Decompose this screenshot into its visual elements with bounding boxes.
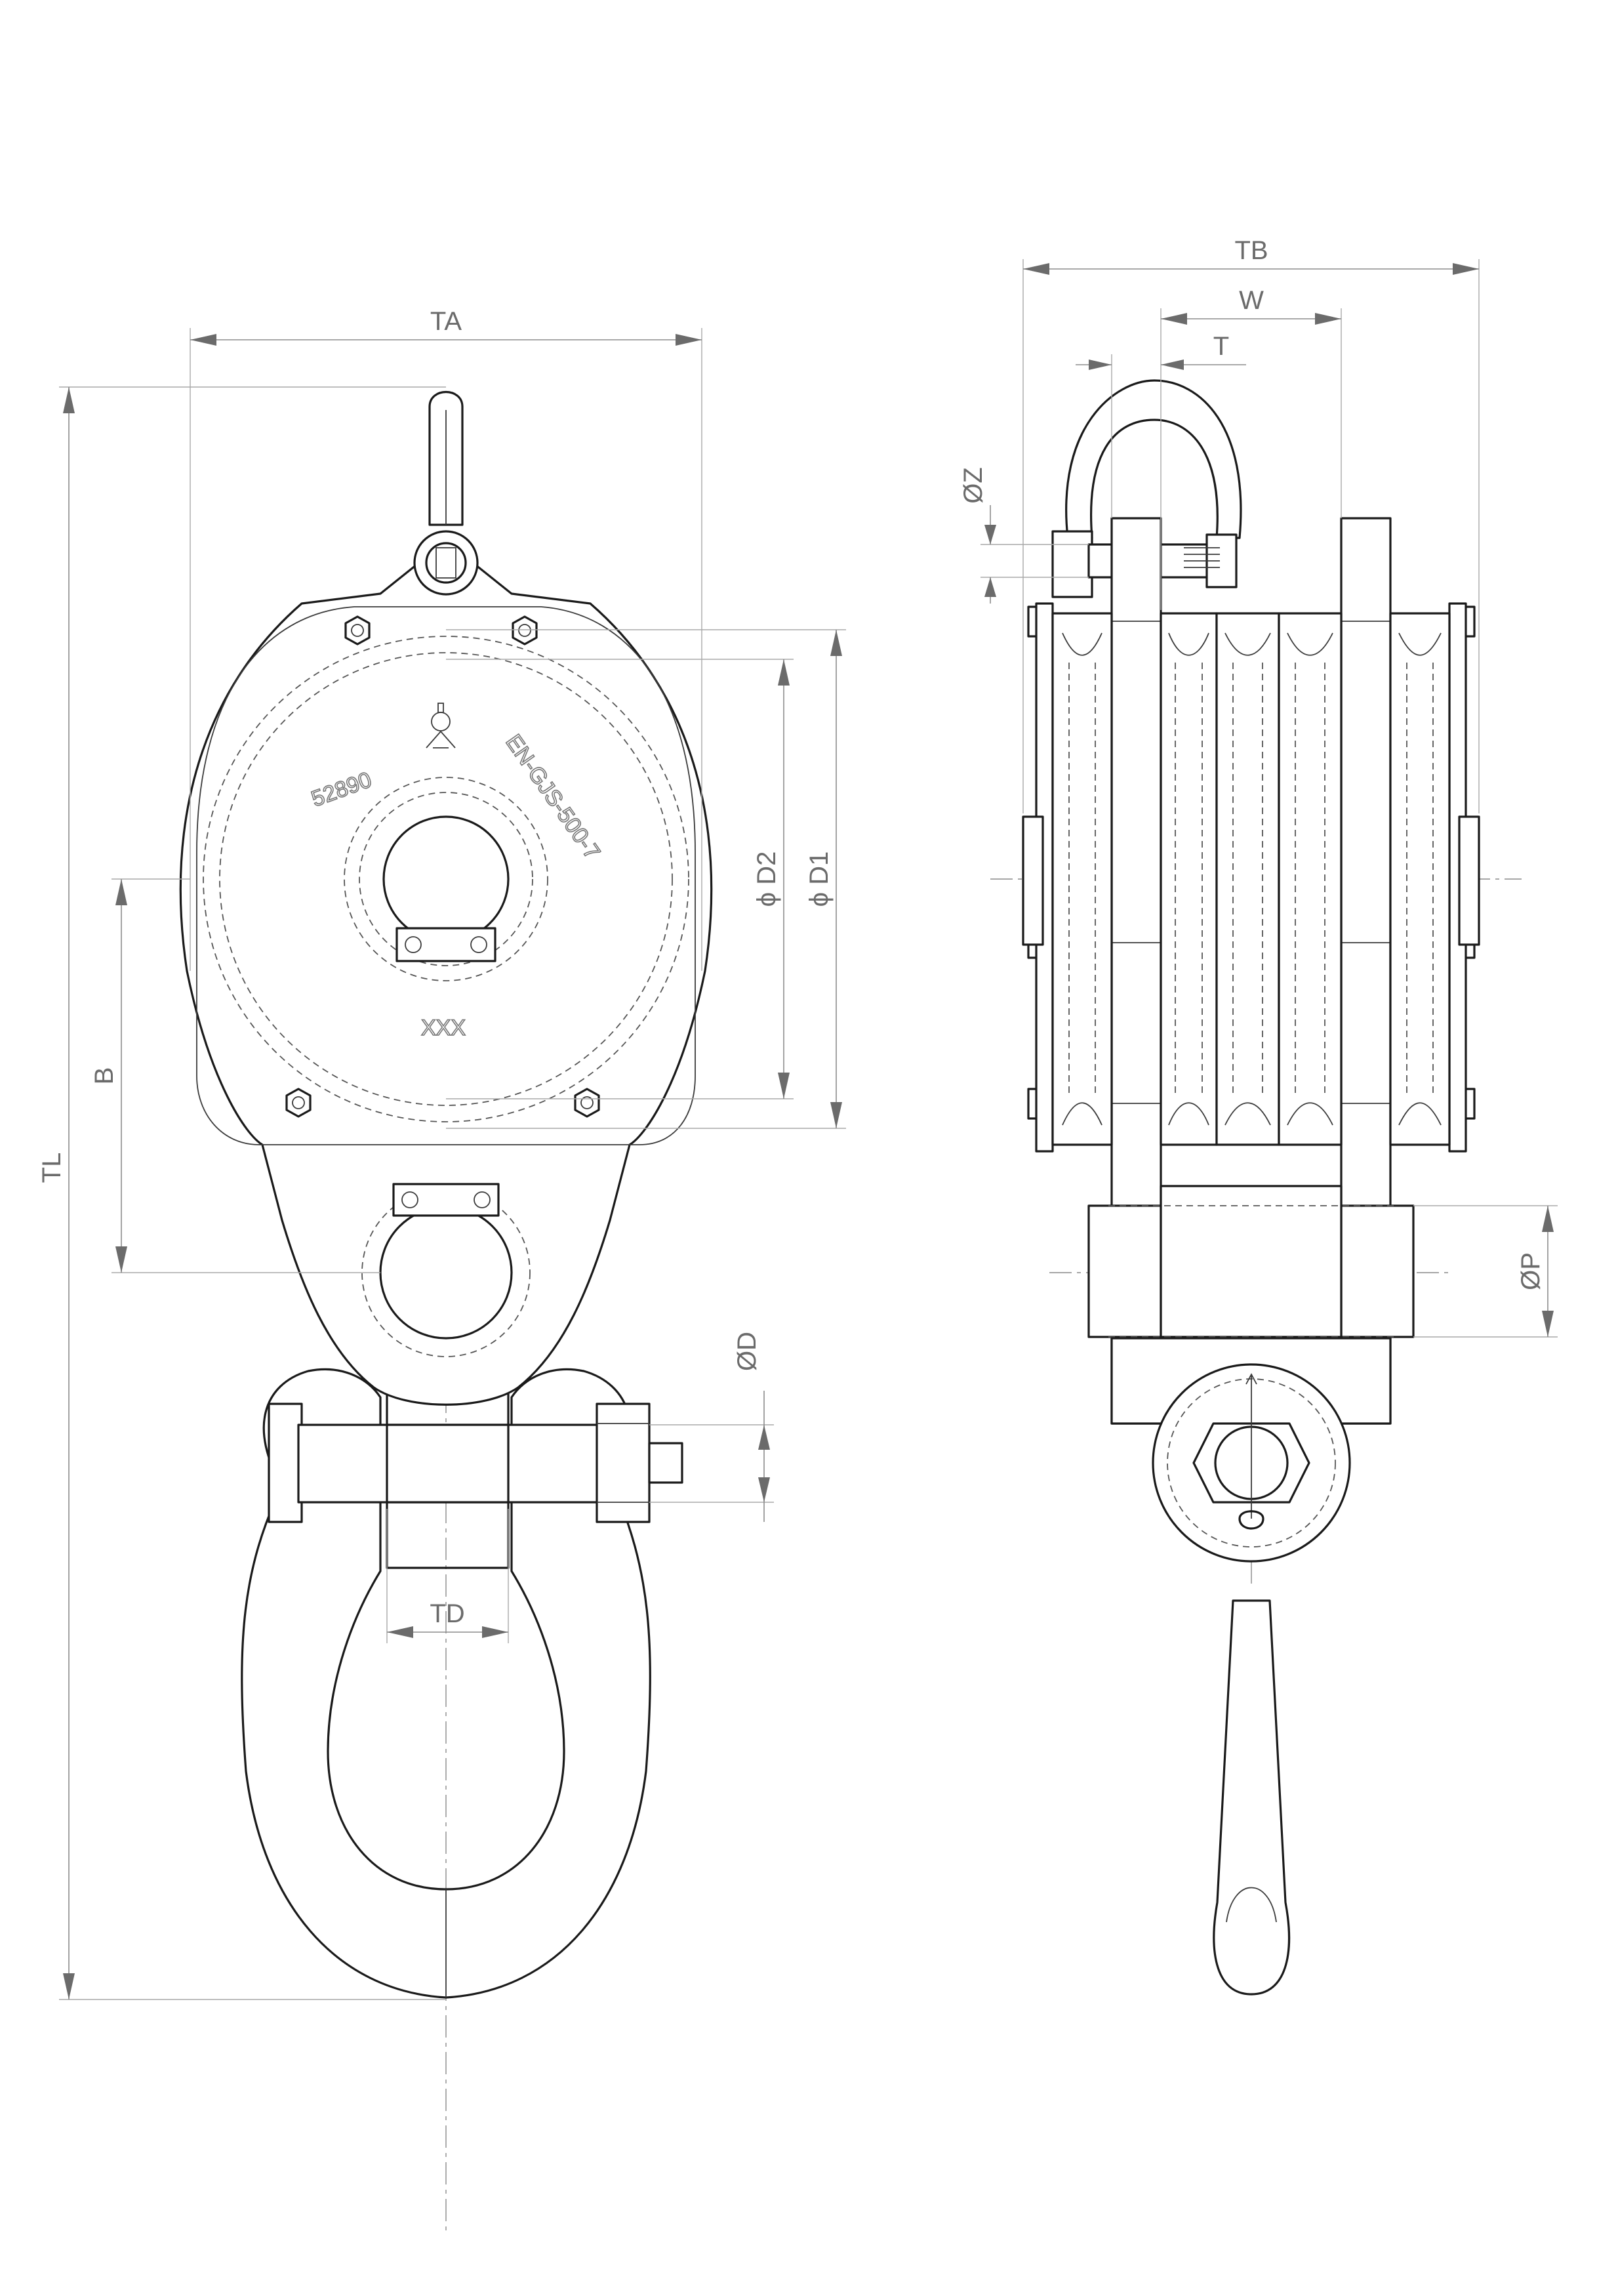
bolt-nuts xyxy=(285,615,600,1118)
dimensions: TA TL B ϕ D2 ϕ D1 xyxy=(37,236,1558,2000)
hook xyxy=(241,1368,651,1999)
dim-b: B xyxy=(90,1067,119,1085)
dim-d: ØD xyxy=(733,1332,761,1371)
side-view xyxy=(990,379,1522,1996)
sheaves xyxy=(1051,612,1451,1146)
dim-d1: ϕ D1 xyxy=(805,851,834,907)
dim-td: TD xyxy=(430,1599,464,1628)
dim-t: T xyxy=(1213,332,1229,361)
dim-tl: TL xyxy=(37,1153,66,1183)
marking-code: XXX xyxy=(421,1015,466,1040)
side-plate xyxy=(179,540,713,1406)
dim-z: ØZ xyxy=(959,467,988,504)
dim-d2: ϕ D2 xyxy=(752,851,781,907)
dim-ta: TA xyxy=(430,307,462,336)
dim-w: W xyxy=(1239,286,1264,315)
logo-icon xyxy=(426,703,456,748)
dim-tb: TB xyxy=(1234,236,1268,265)
front-view: 52890 EN-GJS-500-7 XXX xyxy=(179,391,713,2230)
dim-p: ØP xyxy=(1516,1252,1545,1290)
